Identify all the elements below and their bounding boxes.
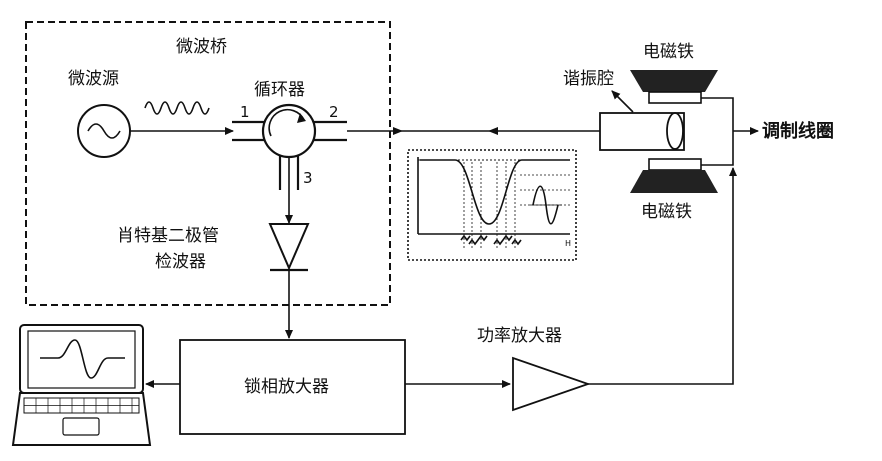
modulation-coil-label: 调制线圈: [762, 120, 834, 142]
circulator-label: 循环器: [254, 80, 305, 100]
port-1-label: 1: [240, 103, 250, 121]
electromagnet-bottom: [630, 158, 718, 193]
microwave-bridge-box: [25, 21, 391, 306]
detector-label-line2: 检波器: [155, 252, 206, 272]
microwave-wave-icon: [144, 101, 210, 115]
h-axis-label: H: [565, 239, 571, 248]
spectrum-inset: H: [407, 149, 577, 261]
magnet-bottom-label: 电磁铁: [641, 202, 692, 222]
power-amplifier-label: 功率放大器: [477, 326, 562, 346]
reflected-arrow: [488, 127, 498, 135]
port-2-label: 2: [329, 103, 339, 121]
port-3-label: 3: [303, 169, 313, 187]
forward-arrow: [393, 127, 403, 135]
microwave-source: [77, 104, 131, 158]
magnet-top-label: 电磁铁: [643, 42, 694, 62]
schottky-diode-icon: [268, 223, 310, 272]
resonant-cavity: [599, 112, 685, 151]
laptop-icon: [11, 324, 152, 446]
lock-in-amplifier-box: [179, 339, 406, 435]
lock-in-amplifier-label: 锁相放大器: [244, 377, 329, 397]
microwave-bridge-label: 微波桥: [176, 37, 227, 57]
cavity-label: 谐振腔: [563, 69, 614, 89]
microwave-source-label: 微波源: [68, 69, 119, 89]
detector-label-line1: 肖特基二极管: [117, 226, 219, 246]
power-amplifier-icon: [512, 356, 591, 412]
